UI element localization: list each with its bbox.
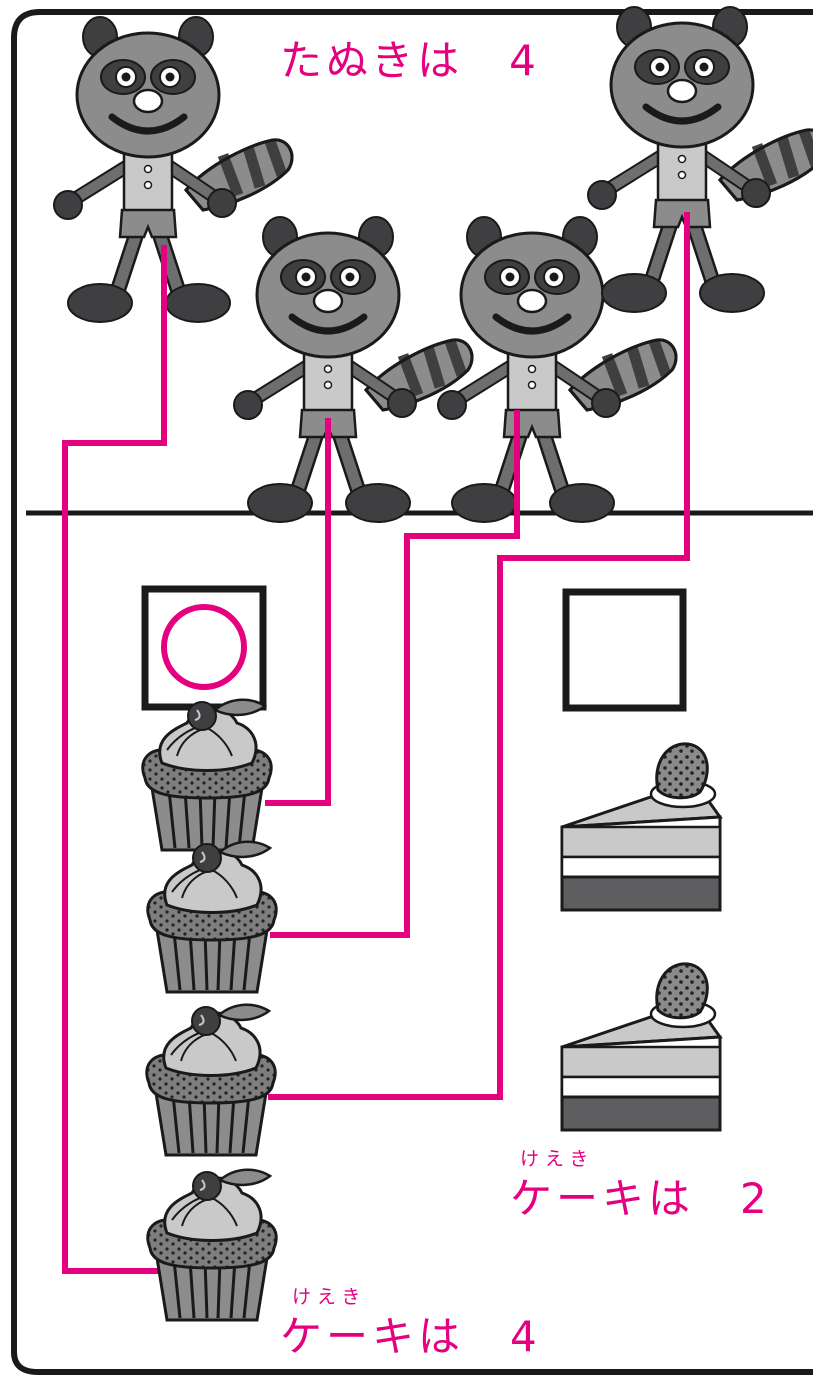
raccoon-icon <box>588 7 813 312</box>
cupcake-icon <box>147 1005 275 1155</box>
raccoon-label-text: たぬきは <box>280 36 463 85</box>
cake-slice-icon <box>562 744 720 910</box>
cupcake-ruby: けえき <box>292 1288 366 1307</box>
cake-label-text: ケーキは <box>510 1174 694 1223</box>
cupcake-count-value: 4 <box>510 1312 541 1361</box>
cake-ruby: けえき <box>520 1150 594 1169</box>
cake-slice-icon <box>562 964 720 1130</box>
cupcake-icon <box>143 700 271 850</box>
cake-count-value: 2 <box>740 1174 771 1223</box>
raccoon-count-value: 4 <box>509 36 540 85</box>
cupcake-label-text: ケーキは <box>280 1312 464 1361</box>
raccoon-icon <box>54 17 292 322</box>
answer-box-cakes <box>566 592 683 708</box>
cupcake-icon <box>148 1170 276 1320</box>
raccoon-icon <box>438 217 676 522</box>
raccoon-icon <box>234 217 472 522</box>
cupcake-icon <box>148 842 276 992</box>
